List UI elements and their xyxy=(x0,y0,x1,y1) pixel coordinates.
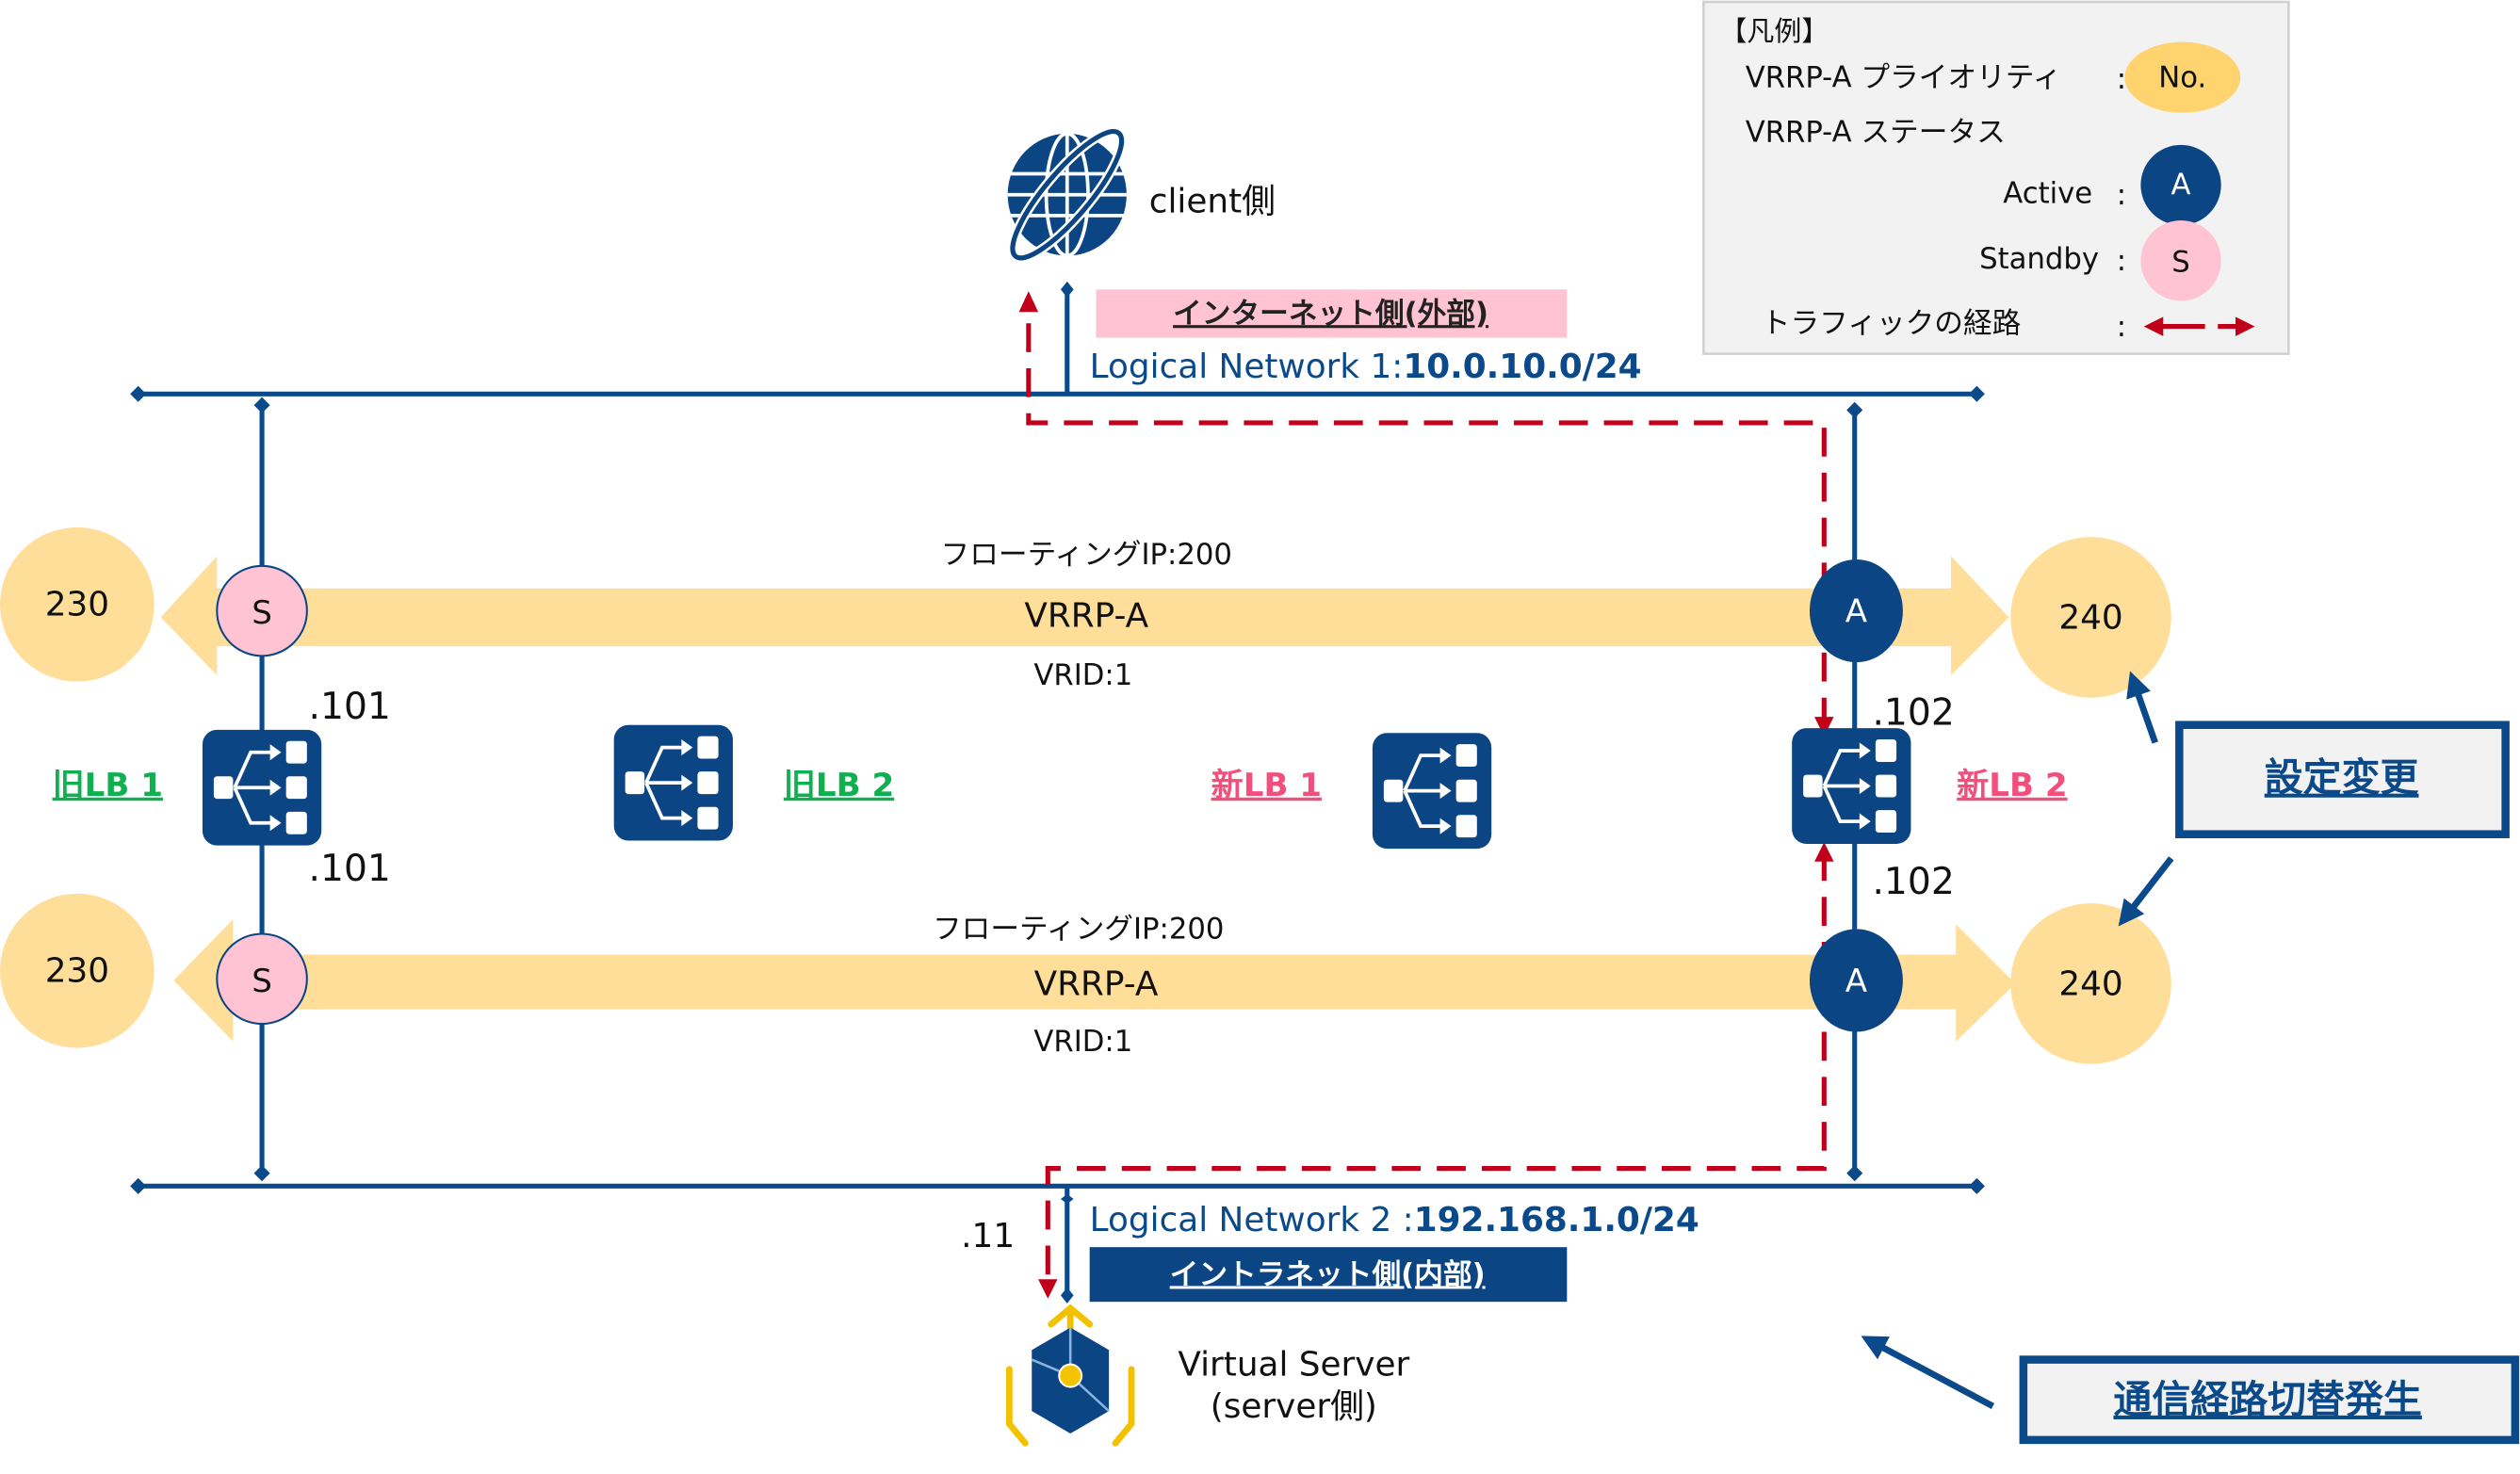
legend-priority-label: VRRP-A プライオリティ xyxy=(1746,61,2062,94)
server-label-line1: Virtual Server xyxy=(1178,1346,1409,1385)
logical-network-1-cidr: 10.0.10.0/24 xyxy=(1403,348,1641,386)
vrrp-group-1: 230 240 フローティングIP:200 VRRP-A VRID:1 S A xyxy=(0,526,2171,698)
vrid-label: VRID:1 xyxy=(1033,659,1132,692)
logical-network-2-name: Logical Network 2 : xyxy=(1090,1201,1414,1239)
callout-text: 設定変更 xyxy=(2265,755,2419,801)
logical-network-2-cidr: 192.168.1.0/24 xyxy=(1414,1201,1699,1239)
priority-left: 230 xyxy=(45,952,109,991)
lb-new-1: 新LB 1 xyxy=(1211,731,1494,850)
virtual-server-icon xyxy=(1005,1304,1135,1447)
legend-title: 【凡例】 xyxy=(1719,15,1829,47)
callout-box xyxy=(2175,721,2510,838)
callout-arrow-down xyxy=(2118,856,2174,927)
intranet-zone-box xyxy=(1089,1247,1568,1303)
internet-zone-box xyxy=(1096,289,1568,338)
lb-new-2: 新LB 2 .102 .102 xyxy=(1790,692,2068,903)
legend-priority-symbol-text: No. xyxy=(2158,61,2206,94)
legend-active-symbol xyxy=(2140,144,2221,226)
load-balancer-icon xyxy=(611,722,735,843)
lb-ip-bottom: .101 xyxy=(309,848,391,890)
traffic-arrowhead-down-server xyxy=(1038,1279,1058,1299)
load-balancer-icon xyxy=(1790,726,1913,846)
priority-circle-right xyxy=(2010,537,2171,698)
lb-label: 旧LB 1 xyxy=(53,767,163,804)
status-standby xyxy=(216,932,308,1026)
internet-zone-label: インターネット側(外部) xyxy=(1173,298,1488,331)
vrrp-group-2: 230 240 フローティングIP:200 VRRP-A VRID:1 S A xyxy=(0,893,2171,1064)
priority-circle-left xyxy=(0,893,154,1048)
lb-ip-top: .102 xyxy=(1872,692,1954,735)
priority-right: 240 xyxy=(2058,598,2122,637)
legend-status-label: VRRP-A ステータス xyxy=(1746,116,2006,149)
intranet-zone-label: イントラネット側(内部) xyxy=(1170,1258,1486,1291)
legend-colon: : xyxy=(2117,311,2126,344)
logical-network-2-label: Logical Network 2 :192.168.1.0/24 xyxy=(1090,1201,1699,1239)
callout-arrow xyxy=(1856,1337,1974,1401)
legend-priority-symbol xyxy=(2124,41,2241,113)
traffic-arrowhead-down-lb xyxy=(1814,717,1834,737)
status-standby-text: S xyxy=(252,594,272,632)
lb-label: 新LB 2 xyxy=(1957,767,2067,804)
logical-network-1-label: Logical Network 1:10.0.10.0/24 xyxy=(1090,348,1642,386)
callout-text: 通信経路切替発生 xyxy=(2113,1377,2422,1422)
callout-arrow-line xyxy=(1861,1336,1995,1410)
legend-colon: : xyxy=(2117,245,2126,278)
status-active-text: A xyxy=(1845,593,1868,631)
priority-circle-left xyxy=(0,526,154,682)
lb-label: 旧LB 2 xyxy=(784,767,894,804)
logical-network-1-name: Logical Network 1: xyxy=(1090,348,1404,386)
status-active xyxy=(1809,559,1903,663)
traffic-arrowhead-up-lb xyxy=(1814,842,1834,862)
legend-standby-symbol-text: S xyxy=(2171,247,2189,280)
legend-active-symbol-text: A xyxy=(2171,170,2191,202)
callout-route-switch: 通信経路切替発生 xyxy=(1856,1336,2520,1445)
network-lines xyxy=(130,281,1985,1304)
vrrp-band xyxy=(173,919,2016,1042)
legend-colon: : xyxy=(2117,179,2126,212)
lb-label: 新LB 1 xyxy=(1211,767,1322,804)
priority-right: 240 xyxy=(2058,964,2122,1003)
legend-traffic-label: トラフィックの経路 xyxy=(1762,307,2022,340)
status-standby xyxy=(216,564,308,657)
load-balancer-icon xyxy=(1371,731,1494,850)
callout-box xyxy=(2019,1355,2520,1445)
lb-ip-top: .101 xyxy=(309,686,391,728)
load-balancer-icon xyxy=(201,727,324,848)
legend-standby-symbol xyxy=(2140,220,2221,301)
callout-arrow-up xyxy=(2126,671,2158,744)
floating-ip-label: フローティングIP:200 xyxy=(941,539,1232,572)
legend-colon: : xyxy=(2117,63,2126,96)
status-active xyxy=(1809,929,1903,1032)
lb-ip-bottom: .102 xyxy=(1872,861,1954,903)
lb-old-2: 旧LB 2 xyxy=(611,722,894,843)
status-standby-text: S xyxy=(252,963,272,1000)
legend-standby-label: Standby xyxy=(1979,243,2099,276)
traffic-arrowhead-up xyxy=(1018,291,1039,313)
vrrp-name: VRRP-A xyxy=(1024,597,1148,636)
vrid-label: VRID:1 xyxy=(1033,1026,1132,1059)
server-ip-label: .11 xyxy=(961,1217,1015,1255)
priority-left: 230 xyxy=(45,586,109,624)
client-label: client側 xyxy=(1149,182,1276,220)
line-endpoint xyxy=(130,281,1985,1304)
vrrp-name: VRRP-A xyxy=(1034,964,1159,1003)
vrrp-band xyxy=(160,556,2009,675)
status-active-text: A xyxy=(1845,963,1868,1000)
legend-active-label: Active xyxy=(2003,177,2092,210)
priority-circle-right xyxy=(2010,903,2171,1064)
floating-ip-label: フローティングIP:200 xyxy=(933,914,1224,947)
lb-old-1: 旧LB 1 .101 .101 xyxy=(53,686,391,890)
globe-icon xyxy=(1007,126,1127,263)
legend: 【凡例】 VRRP-A プライオリティ : No. VRRP-A ステータス A… xyxy=(1702,0,2290,355)
server-label-line2: (server側) xyxy=(1211,1387,1377,1426)
callout-config-change: 設定変更 xyxy=(2118,671,2510,927)
